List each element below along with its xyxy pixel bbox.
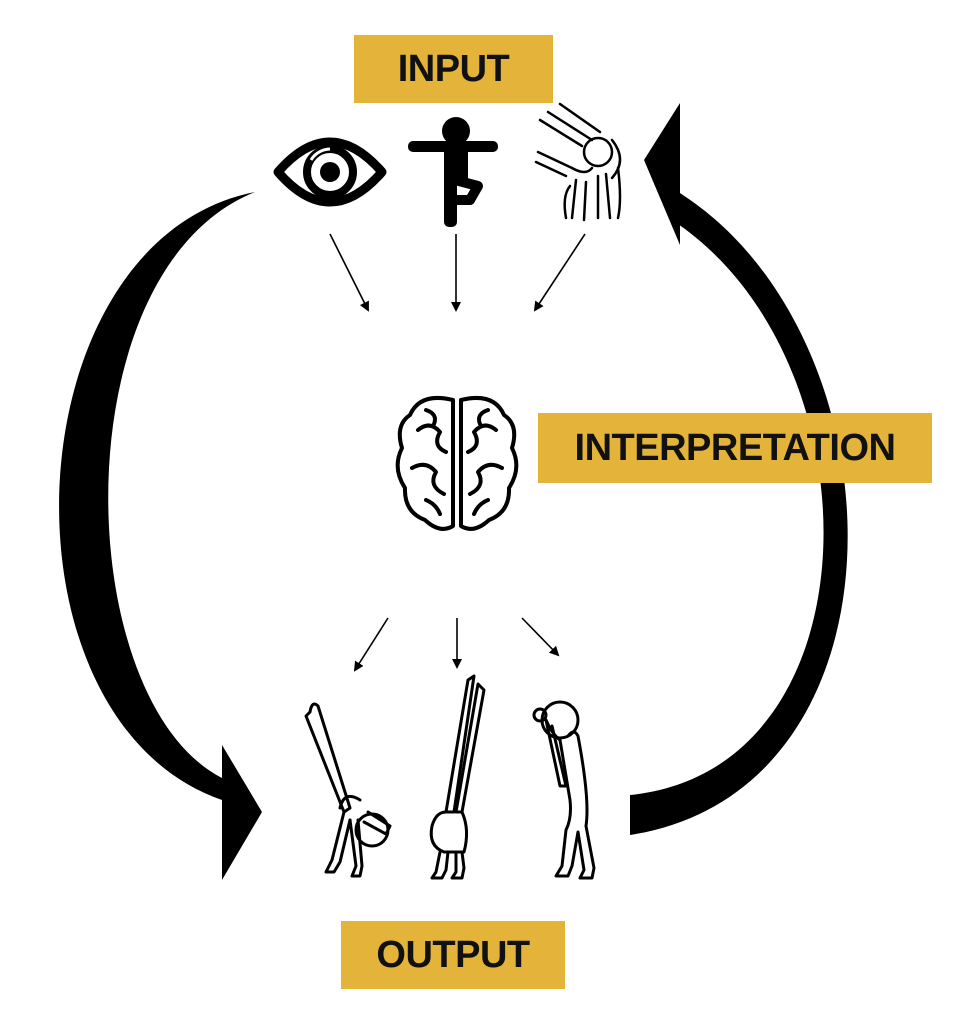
right-loop-arrow bbox=[630, 103, 848, 835]
left-loop-arrow bbox=[59, 150, 262, 880]
input-label-bg bbox=[354, 35, 553, 103]
bent-over-figure-icon bbox=[532, 700, 596, 880]
balancing-person-icon bbox=[408, 117, 498, 227]
input-label: INPUT bbox=[397, 47, 510, 90]
handstand-figure-icon bbox=[429, 674, 486, 880]
cartwheel-figure-icon bbox=[304, 702, 392, 878]
interpretation-label: INTERPRETATION bbox=[574, 426, 896, 469]
eye-icon bbox=[273, 137, 387, 207]
eye-to-brain-arrow bbox=[329, 233, 369, 312]
brain-to-bent-arrow bbox=[521, 617, 560, 657]
interpretation-label-bg bbox=[538, 413, 932, 483]
input-arrows bbox=[329, 233, 586, 312]
output-arrows bbox=[353, 617, 560, 672]
brain-to-cartwheel-arrow bbox=[353, 617, 389, 672]
knee-to-brain-arrow bbox=[533, 233, 586, 312]
knee-joint-icon bbox=[534, 102, 622, 222]
output-label: OUTPUT bbox=[376, 933, 530, 976]
output-label-bg bbox=[341, 921, 565, 989]
brain-icon bbox=[395, 395, 519, 531]
